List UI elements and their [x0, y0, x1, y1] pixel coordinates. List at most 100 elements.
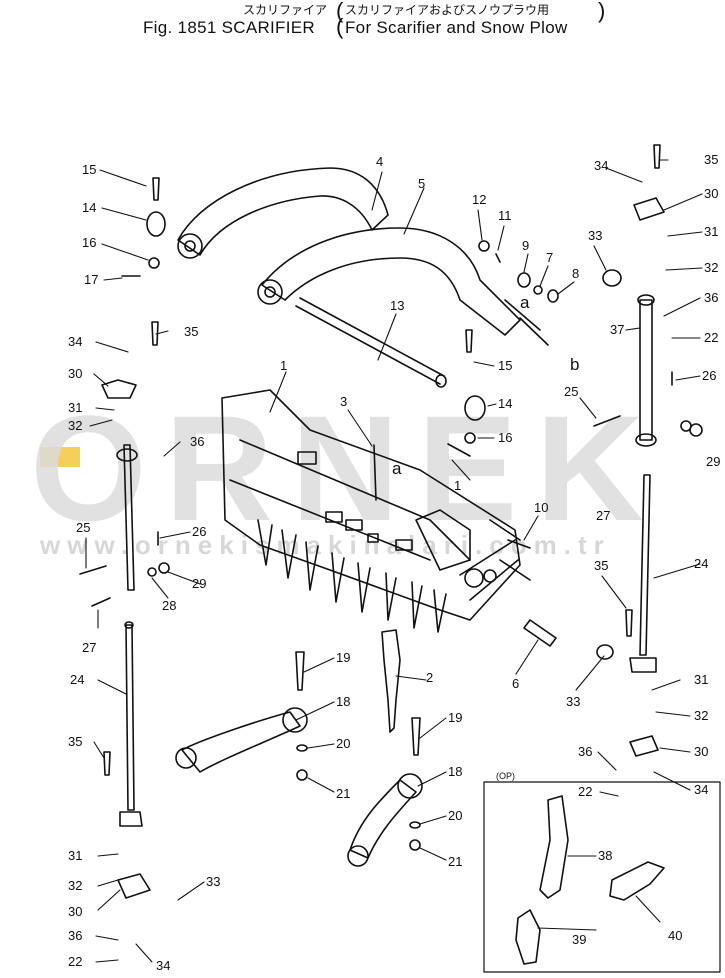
callout-12: 12 — [472, 192, 486, 207]
option-box — [483, 781, 721, 973]
callout-20-a: 20 — [336, 736, 350, 751]
callout-34-left-top: 34 — [68, 334, 82, 349]
callout-33-mid: 33 — [566, 694, 580, 709]
callout-27-left: 27 — [82, 640, 96, 655]
reference-letters: a b a — [392, 293, 579, 478]
bolt-part-35-left-top — [151, 321, 159, 346]
callout-21-a: 21 — [336, 786, 350, 801]
figure-title: Fig. 1851 SCARIFIER — [143, 18, 315, 37]
callout-15-left: 15 — [82, 162, 96, 177]
callout-32-left-bottom: 32 — [68, 878, 82, 893]
callout-26-right: 26 — [702, 368, 716, 383]
callout-30-right-bottom: 30 — [694, 744, 708, 759]
tooth-part-38 — [539, 795, 569, 899]
callout-32-right-bottom: 32 — [694, 708, 708, 723]
bracket-part-18a — [181, 711, 301, 773]
callout-28-left: 28 — [162, 598, 176, 613]
callout-35-right-top: 35 — [704, 152, 718, 167]
callout-31-left-top: 31 — [68, 400, 82, 415]
bushing-part-14-left — [146, 211, 166, 237]
header-jp-right: スカリファイアおよびスノウプラウ用 — [345, 3, 550, 17]
callout-19-a: 19 — [336, 650, 350, 665]
bolt-part-19b — [411, 717, 421, 756]
callout-37-right-bottom: 22 — [578, 784, 592, 799]
header-bracket-close: ) — [598, 0, 606, 23]
callout-19-b: 19 — [448, 710, 462, 725]
left-post-upper — [123, 444, 135, 591]
callout-37-left-bottom: 22 — [68, 954, 82, 969]
callout-24-left: 24 — [70, 672, 84, 687]
callout-6: 6 — [512, 676, 519, 691]
callout-16-right: 16 — [498, 430, 512, 445]
callout-21-b: 21 — [448, 854, 462, 869]
callout-13: 13 — [390, 298, 404, 313]
tooth-part-2 — [381, 629, 401, 733]
callout-35-right-mid: 35 — [594, 558, 608, 573]
callout-33-right: 33 — [588, 228, 602, 243]
callout-25-right: 25 — [564, 384, 578, 399]
clamp-part-30-right-top — [633, 197, 665, 221]
callout-36-right-top: 36 — [704, 290, 718, 305]
bolt-part-19a — [295, 651, 305, 691]
bolt-part-15-left — [152, 177, 160, 201]
tip-part-39 — [515, 909, 541, 965]
callout-37-right-top: 22 — [704, 330, 718, 345]
callout-30-left-bottom: 30 — [68, 904, 82, 919]
callout-labels: 15 14 16 17 35 34 30 31 32 36 25 26 29 2… — [68, 152, 720, 973]
callout-27-right: 27 — [596, 508, 610, 523]
callout-10: 10 — [534, 500, 548, 515]
callout-14-right: 14 — [498, 396, 512, 411]
callout-9: 9 — [522, 238, 529, 253]
scarifier-teeth — [257, 519, 447, 633]
arm-part-4 — [177, 167, 389, 256]
callout-8: 8 — [572, 266, 579, 281]
callout-7: 7 — [546, 250, 553, 265]
callout-36-left-top: 36 — [190, 434, 204, 449]
callout-11: 11 — [498, 208, 512, 223]
callout-32-left-top: 32 — [68, 418, 82, 433]
bolt-part-6 — [523, 619, 557, 647]
callout-1-top: 1 — [280, 358, 287, 373]
callout-24-right: 24 — [694, 556, 708, 571]
callout-15-right: 15 — [498, 358, 512, 373]
watermark-url: www.ornekismakinalari.com.tr — [40, 530, 611, 560]
callout-2: 2 — [426, 670, 433, 685]
left-post-24 — [125, 624, 135, 811]
callout-4: 4 — [376, 154, 383, 169]
shaft-part-13 — [295, 297, 445, 385]
callout-30-left-top: 30 — [68, 366, 82, 381]
clamp-part-30-right-bottom — [629, 735, 659, 757]
arm-part-5-pin-end — [257, 279, 283, 305]
letter-a-top: b — [570, 355, 579, 374]
callout-29-right: 29 — [706, 454, 720, 469]
callout-29-left: 29 — [192, 576, 206, 591]
figure-subtitle: For Scarifier and Snow Plow — [345, 18, 568, 37]
callout-35-left-bottom: 35 — [68, 734, 82, 749]
callout-16-left: 16 — [82, 235, 96, 250]
arm-part-4-pin-end — [177, 233, 203, 259]
letter-b-mid: a — [392, 459, 402, 478]
frame-part-1 — [221, 389, 521, 621]
ring-part-33-mid — [596, 644, 614, 660]
callout-31-left-bottom: 31 — [68, 848, 82, 863]
callout-38: 38 — [598, 848, 612, 863]
callout-30-right-top: 30 — [704, 186, 718, 201]
callout-34-right-top: 34 — [594, 158, 608, 173]
callout-20-b: 20 — [448, 808, 462, 823]
option-box-label: (OP) — [496, 771, 515, 781]
callout-18-b: 18 — [448, 764, 462, 779]
letter-b-top: a — [520, 293, 530, 312]
callout-3: 3 — [340, 394, 347, 409]
callout-32-right-top: 32 — [704, 260, 718, 275]
leader-lines — [85, 159, 703, 963]
clamp-part-30-bottom — [117, 873, 151, 899]
callout-31-right-top: 31 — [704, 224, 718, 239]
arm-part-5 — [261, 227, 521, 336]
adapter-part-40 — [609, 861, 665, 901]
callout-31-right-bottom: 31 — [694, 672, 708, 687]
callout-35-left-top: 35 — [184, 324, 198, 339]
callout-22: 37 — [610, 322, 624, 337]
clamp-part-30-top — [101, 379, 137, 399]
